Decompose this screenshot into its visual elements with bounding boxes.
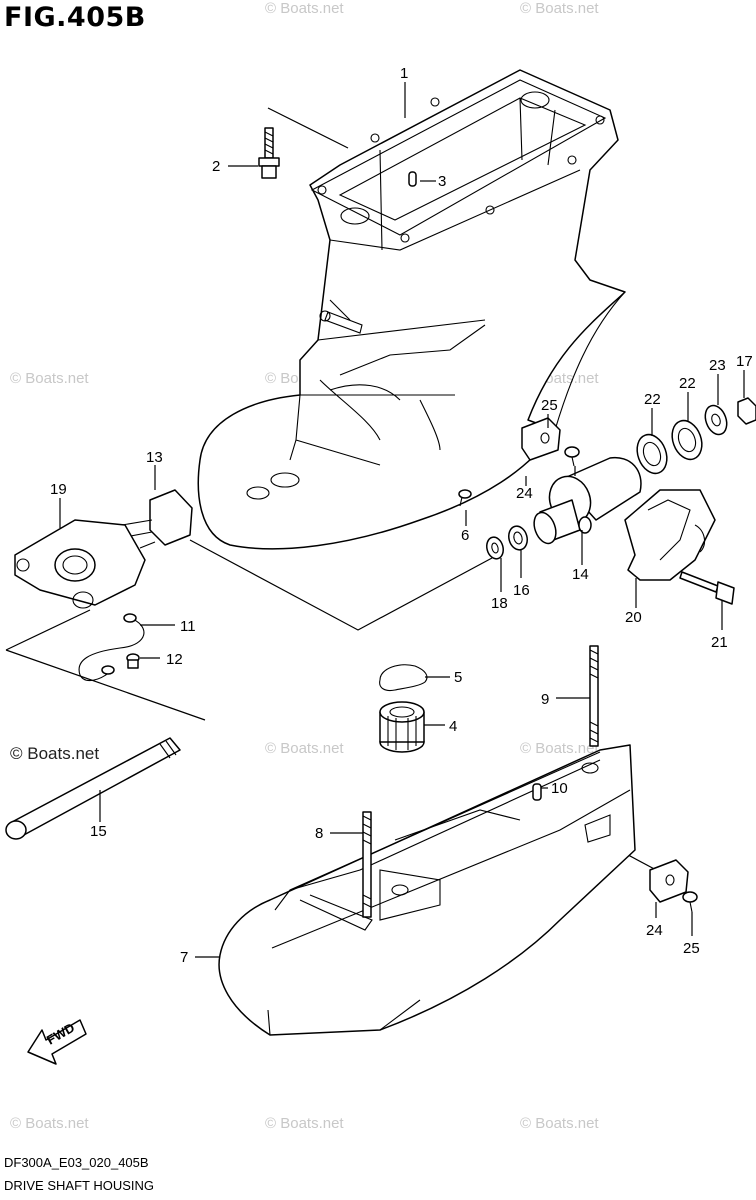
- drawing-code: DF300A_E03_020_405B: [4, 1155, 149, 1170]
- stud-part-8: [362, 811, 372, 918]
- callout-6: 6: [461, 527, 469, 544]
- callout-22: 22: [679, 375, 696, 392]
- lower-housing-part-7: [218, 744, 636, 1036]
- callout-4: 4: [449, 718, 457, 735]
- stud-part-9: [589, 645, 599, 747]
- assembly-line: [189, 539, 493, 631]
- ground-wire-part-11: [78, 613, 145, 682]
- callout-labels: 1 2 3 4 5 6 7 8 9 10 11 12 13 14 15 16 1…: [50, 65, 753, 966]
- figure-title: FIG.405B: [4, 2, 146, 33]
- washer-part-16: [508, 525, 528, 551]
- watermark: © Boats.net: [10, 370, 89, 387]
- long-bolt-part-15: [5, 737, 181, 840]
- callout-22: 22: [644, 391, 661, 408]
- screw-part-25-upper: [564, 446, 580, 467]
- forward-arrow-icon: FWD: [27, 1019, 87, 1065]
- screw-part-6: [458, 489, 472, 507]
- washer-part-18: [486, 536, 504, 560]
- dowel-pin-part-3: [408, 171, 417, 187]
- mount-cover-part-20: [624, 489, 716, 581]
- bolt-part-21: [679, 571, 735, 605]
- leader-lines: [59, 82, 745, 958]
- drawing-caption: DRIVE SHAFT HOUSING: [4, 1178, 155, 1193]
- callout-13: 13: [146, 449, 163, 466]
- washer-part-23: [704, 404, 728, 436]
- nut-part-17: [737, 397, 756, 425]
- watermark: © Boats.net: [520, 1115, 599, 1132]
- callout-23: 23: [709, 357, 726, 374]
- watermark: © Boats.net: [10, 744, 100, 763]
- screw-part-12: [126, 653, 140, 669]
- callout-14: 14: [572, 566, 589, 583]
- callout-7: 7: [180, 949, 188, 966]
- callout-3: 3: [438, 173, 446, 190]
- clip-part-5: [379, 664, 428, 692]
- watermark: © Boats.net: [265, 740, 344, 757]
- callout-21: 21: [711, 634, 728, 651]
- callout-24: 24: [516, 485, 533, 502]
- callout-20: 20: [625, 609, 642, 626]
- callout-2: 2: [212, 158, 220, 175]
- callout-19: 19: [50, 481, 67, 498]
- bolt-part-2: [258, 127, 280, 179]
- bracket-part-19: [14, 519, 146, 609]
- callout-15: 15: [90, 823, 107, 840]
- callout-9: 9: [541, 691, 549, 708]
- callout-1: 1: [400, 65, 408, 82]
- watermark: © Boats.net: [10, 1115, 89, 1132]
- watermark: © Boats.net: [520, 0, 599, 17]
- callout-25: 25: [541, 397, 558, 414]
- assembly-line: [5, 609, 91, 651]
- callout-12: 12: [166, 651, 183, 668]
- screw-part-25-lower: [682, 891, 698, 913]
- callout-10: 10: [551, 780, 568, 797]
- washer-part-22-a: [636, 433, 668, 475]
- callout-17: 17: [736, 353, 753, 370]
- assembly-line: [267, 107, 349, 149]
- callout-18: 18: [491, 595, 508, 612]
- watermark: © Boats.net: [520, 740, 599, 757]
- watermark: © Boats.net: [265, 1115, 344, 1132]
- lower-mount-part-14: [533, 456, 642, 545]
- callout-11: 11: [180, 618, 196, 635]
- dowel-pin-part-10: [532, 783, 542, 801]
- callout-24: 24: [646, 922, 663, 939]
- callout-5: 5: [454, 669, 462, 686]
- bushing-part-4: [379, 701, 425, 753]
- callout-8: 8: [315, 825, 323, 842]
- washer-part-22-b: [671, 419, 703, 461]
- mount-block-part-24-lower: [649, 859, 689, 903]
- callout-16: 16: [513, 582, 530, 599]
- watermark: © Boats.net: [265, 0, 344, 17]
- assembly-line: [5, 649, 206, 721]
- callout-25: 25: [683, 940, 700, 957]
